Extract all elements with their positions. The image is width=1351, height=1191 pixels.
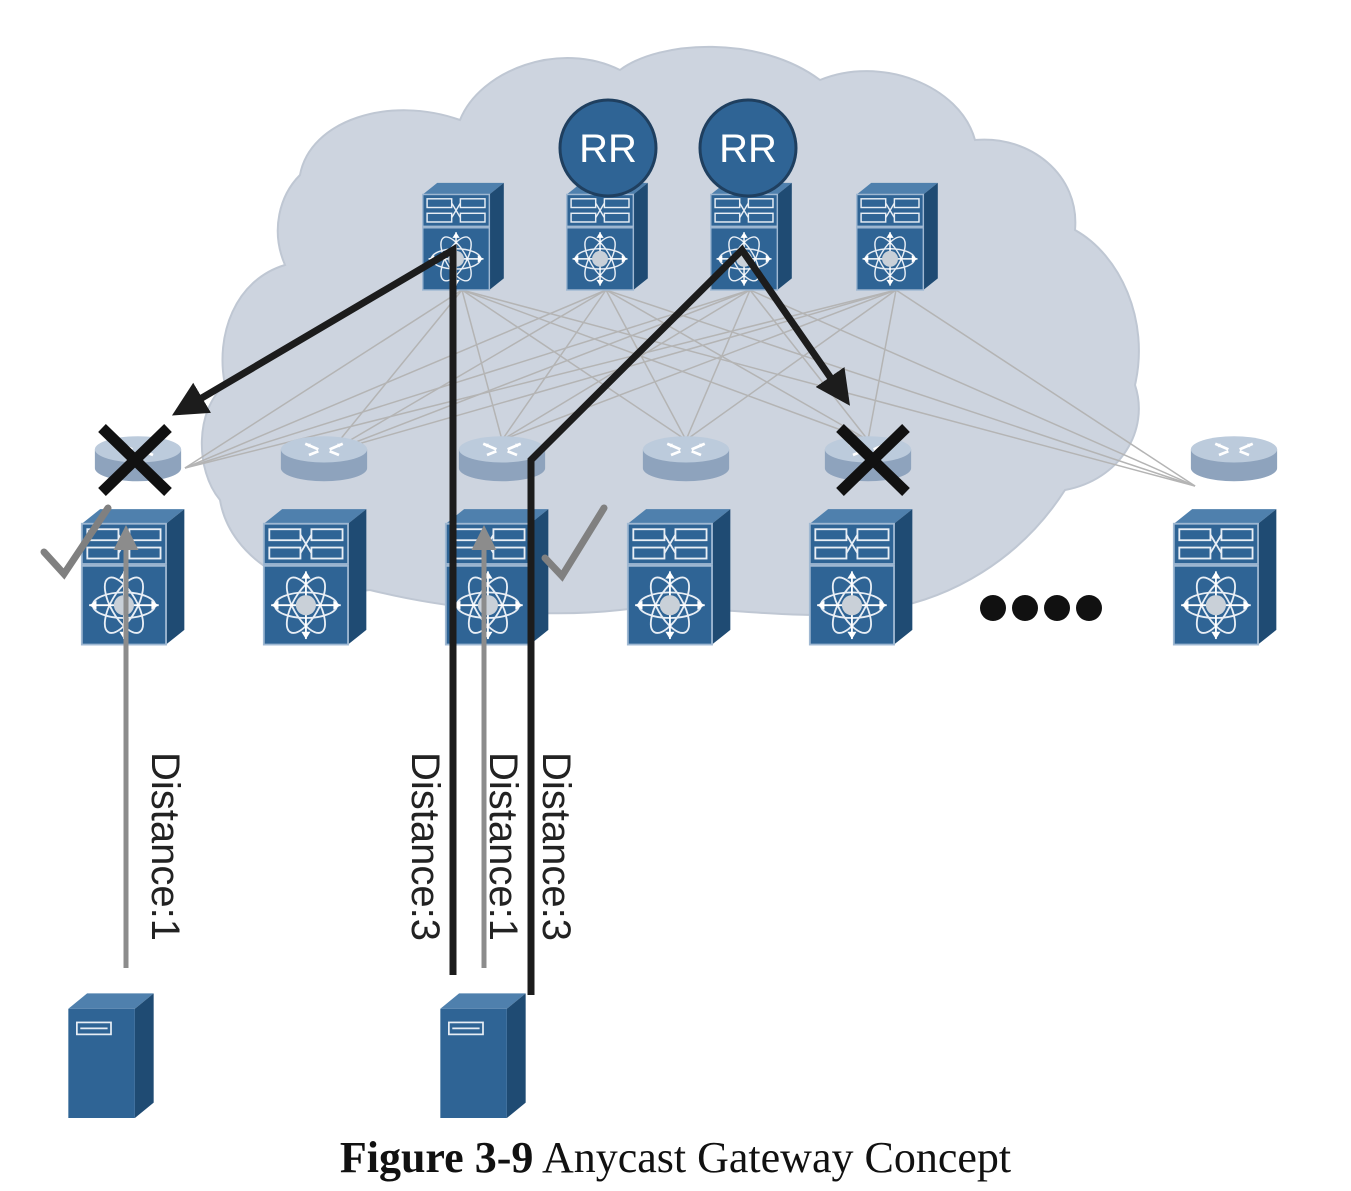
leaf-switch-6[interactable] <box>1172 508 1278 646</box>
mesh-link-spine3-leaf2 <box>329 289 751 453</box>
mesh-link-spine2-leaf1 <box>184 289 607 469</box>
x-mark-icon <box>836 424 910 496</box>
mesh-link-spine2-leaf4 <box>605 289 687 441</box>
check-mark-icon <box>40 504 112 580</box>
mesh-link-spine2-leaf5 <box>605 289 869 441</box>
mesh-link-spine4-leaf6 <box>895 289 1196 487</box>
check-mark-icon <box>541 504 608 582</box>
mesh-link-spine4-leaf3 <box>501 289 897 441</box>
distance-label-host1: Distance:1 <box>143 752 187 941</box>
path-host2-via-spine3-to-leaf5 <box>527 244 850 995</box>
fabric-mesh-links <box>184 289 1196 487</box>
route-reflector-label: RR <box>719 127 777 171</box>
distance-label-spine1-path: Distance:3 <box>403 752 447 941</box>
route-reflector-label: RR <box>579 127 637 171</box>
spine-switch-2[interactable] <box>566 182 649 291</box>
spine-switch-4[interactable] <box>856 182 939 291</box>
distance-label-host2: Distance:1 <box>481 752 525 941</box>
mesh-link-spine2-leaf2 <box>329 289 607 453</box>
mesh-link-spine3-leaf5 <box>749 289 869 441</box>
spine-switch-1[interactable] <box>422 182 505 291</box>
leaf-switch-5[interactable] <box>808 508 914 646</box>
mesh-link-spine4-leaf5 <box>867 289 897 441</box>
mesh-link-spine3-leaf1 <box>184 289 751 469</box>
mesh-link-spine1-leaf4 <box>461 289 687 441</box>
ellipsis-icon <box>980 595 1102 621</box>
mesh-link-spine1-leaf5 <box>461 289 869 441</box>
host-server-2[interactable] <box>439 992 527 1119</box>
mesh-link-spine1-leaf3 <box>461 289 503 441</box>
figure-number: Figure 3-9 <box>339 1133 534 1182</box>
path-host2-via-spine1-to-leaf1 <box>171 243 457 975</box>
route-reflector-badge-2: RR <box>698 98 798 198</box>
mesh-link-spine1-leaf2 <box>329 289 463 453</box>
mesh-link-spine3-leaf6 <box>749 289 1196 487</box>
leaf-router-4[interactable] <box>641 434 731 483</box>
mesh-link-spine1-leaf1 <box>184 289 463 469</box>
mesh-link-spine4-leaf2 <box>329 289 897 453</box>
x-mark-icon <box>98 424 172 496</box>
route-reflector-badge-1: RR <box>558 98 658 198</box>
mesh-link-spine3-leaf4 <box>685 289 751 441</box>
figure-caption: Figure 3-9 Anycast Gateway Concept <box>0 1128 1351 1188</box>
figure-title: Anycast Gateway Concept <box>541 1133 1012 1182</box>
leaf-switch-4[interactable] <box>626 508 732 646</box>
leaf-router-2[interactable] <box>279 434 369 483</box>
mesh-link-spine2-leaf6 <box>605 289 1196 487</box>
host-server-1[interactable] <box>67 992 155 1119</box>
distance-label-spine3-path: Distance:3 <box>534 752 578 941</box>
mesh-link-spine4-leaf4 <box>685 289 897 441</box>
leaf-router-6[interactable] <box>1189 434 1279 483</box>
leaf-switch-2[interactable] <box>262 508 368 646</box>
